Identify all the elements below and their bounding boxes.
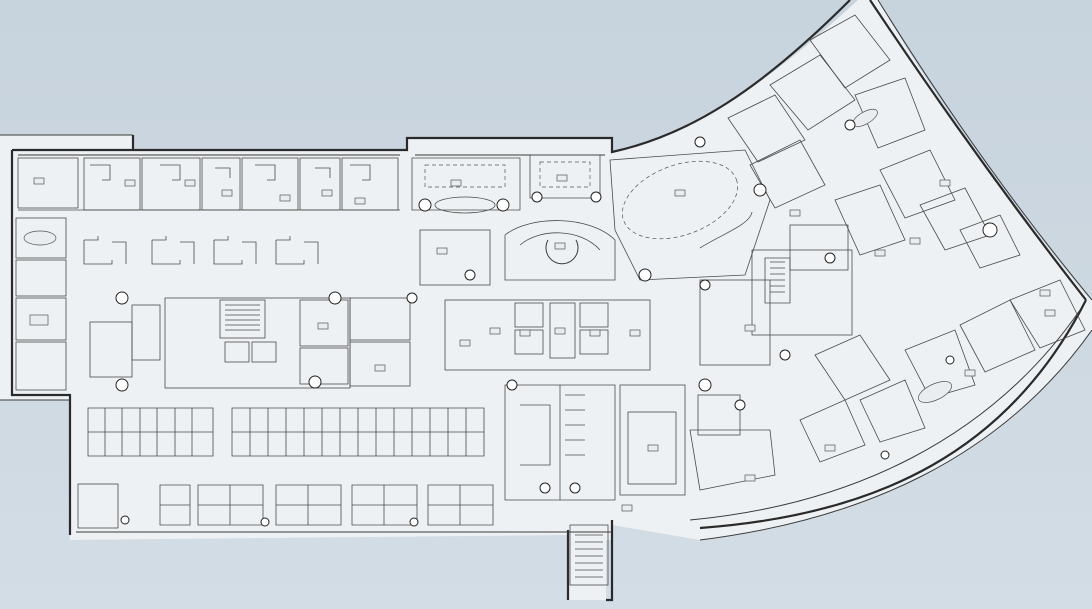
restrooms <box>504 384 686 501</box>
southeast-offices <box>689 224 1086 491</box>
reception-lobby <box>411 154 616 286</box>
workstation-benches <box>77 407 494 529</box>
central-core <box>89 297 411 389</box>
south-stair <box>569 524 609 586</box>
west-offices <box>15 217 67 391</box>
north-offices <box>17 157 400 211</box>
workstation-pods-north <box>83 236 319 265</box>
room-tags <box>33 174 1056 512</box>
structural-columns <box>115 119 955 527</box>
central-lounge <box>609 149 771 281</box>
